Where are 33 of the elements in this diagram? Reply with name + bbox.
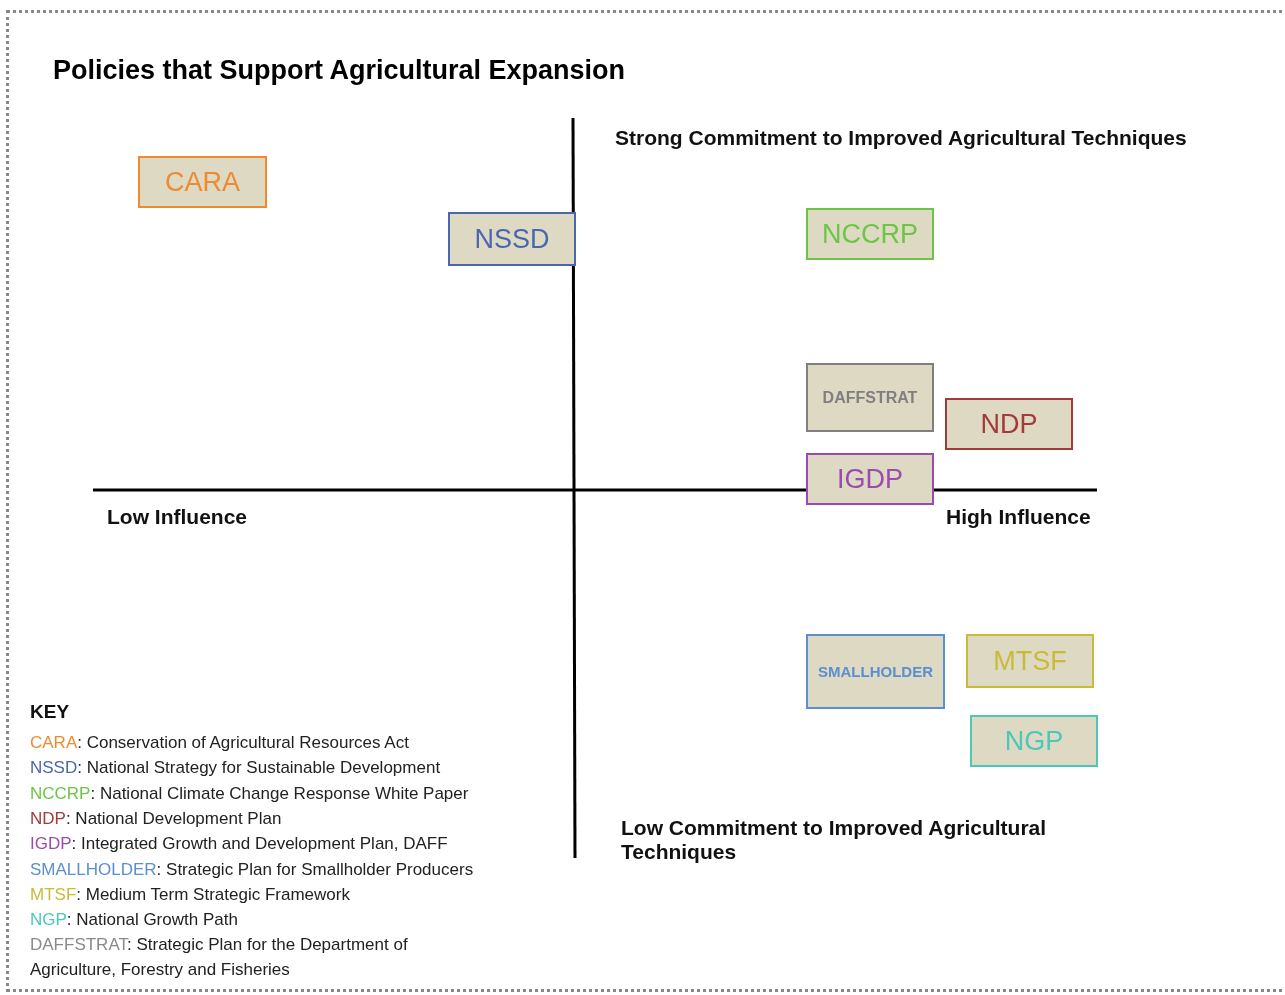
- policy-box: [448, 212, 576, 266]
- policy-abbreviation: IGDP: [837, 463, 903, 495]
- axis-label: Low Influence: [107, 505, 247, 529]
- key-entry: MTSF: Medium Term Strategic Framework: [30, 883, 351, 906]
- axis-label: High Influence: [946, 505, 1091, 529]
- policy-box: [806, 208, 934, 260]
- key-entry: NSSD: National Strategy for Sustainable Development: [30, 757, 442, 780]
- policy-box: [970, 715, 1098, 767]
- policy-abbreviation: DAFFSTRAT: [822, 388, 918, 407]
- policy-abbreviation: NSSD: [474, 223, 550, 255]
- key-entry: IGDP: Integrated Growth and Development Plan, DAFF: [30, 833, 449, 856]
- key-entry: DAFFSTRAT: Strategic Plan for the Department of Agriculture, Forestry and Fisheries: [30, 934, 409, 982]
- policy-box: [138, 156, 267, 208]
- key-entry: NGP: National Growth Path: [30, 909, 239, 932]
- policy-abbreviation: NCCRP: [822, 218, 918, 250]
- axis-label: Low Commitment to Improved Agricultural Techniques: [621, 816, 1048, 864]
- policy-box: [806, 453, 934, 505]
- key-entry: NCCRP: National Climate Change Response White Paper: [30, 782, 470, 805]
- key-entry: NDP: National Development Plan: [30, 807, 283, 830]
- policy-box: [806, 363, 934, 432]
- key-entry: CARA: Conservation of Agricultural Resources Act: [30, 732, 410, 754]
- policy-abbreviation: CARA: [165, 166, 240, 198]
- policy-box: [966, 634, 1094, 688]
- policy-abbreviation: SMALLHOLDER: [818, 663, 933, 680]
- axis-label: Strong Commitment to Improved Agricultural Techniques: [615, 126, 1187, 150]
- policy-box: [945, 398, 1073, 450]
- key-entry: SMALLHOLDER: Strategic Plan for Smallholder Producers: [30, 858, 475, 881]
- policy-box: [806, 634, 945, 709]
- policy-abbreviation: MTSF: [993, 645, 1067, 677]
- title: Policies that Support Agricultural Expansion: [53, 55, 626, 86]
- policy-abbreviation: NDP: [980, 408, 1038, 440]
- key-heading: KEY: [30, 701, 70, 723]
- policy-abbreviation: NGP: [1004, 725, 1064, 757]
